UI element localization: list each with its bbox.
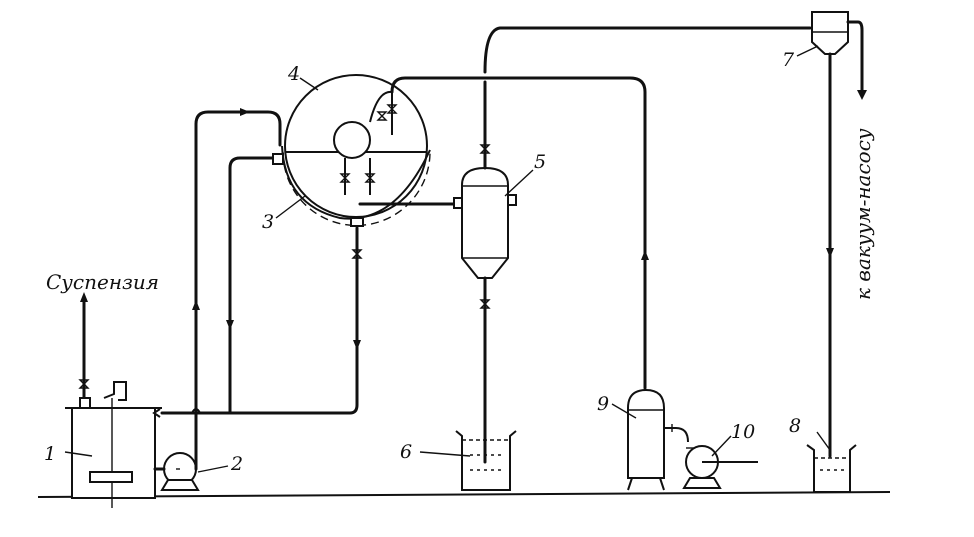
label-2: 2 [230,453,243,475]
drum-filter [272,74,457,227]
beaker-6 [455,430,517,491]
vacuum-label: к вакуум-насосу [851,128,875,300]
pipe-return-tank [160,156,277,415]
label-4: 4 [287,63,300,85]
label-7: 7 [782,49,795,71]
label-3: 3 [262,211,274,233]
tank-1 [65,292,162,508]
pipe-filtrate-drain [198,226,359,415]
beaker-8 [806,444,857,493]
cyclone-7 [811,11,867,458]
separator-5 [453,26,812,464]
label-6: 6 [400,441,412,463]
receiver-9 [627,388,689,491]
pump-2 [153,448,200,491]
feed-label: Суспензия [46,270,159,294]
vacuum-pump-10 [682,445,758,489]
pipe-to-receiver-9 [390,76,647,390]
label-9: 9 [597,393,609,415]
label-8: 8 [789,415,801,437]
pipe-pump-to-filter [194,110,282,452]
ground-line [37,491,891,498]
label-5: 5 [534,151,546,173]
label-10: 10 [731,421,755,443]
label-1: 1 [44,443,56,465]
